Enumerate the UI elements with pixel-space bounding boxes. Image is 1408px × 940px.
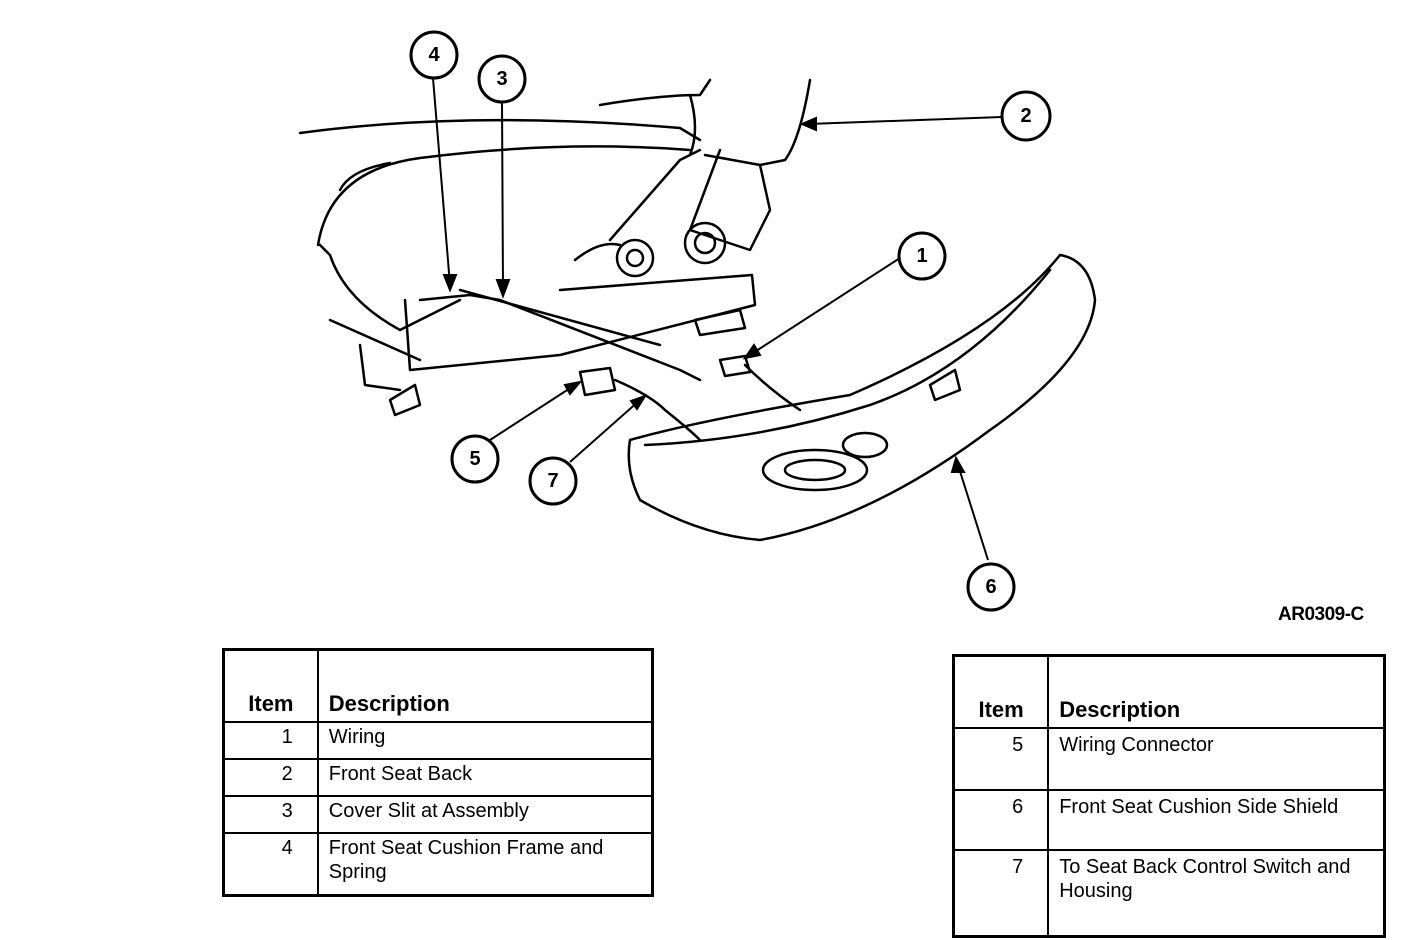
svg-text:2: 2: [1020, 105, 1031, 127]
header-description: Description: [316, 648, 654, 723]
item-description: To Seat Back Control Switch and Housing: [1047, 849, 1386, 938]
header-item: Item: [222, 648, 319, 723]
header-item: Item: [952, 654, 1050, 729]
item-number: 4: [222, 832, 319, 897]
header-description: Description: [1047, 654, 1386, 729]
item-number: 3: [222, 795, 319, 834]
seat-illustration: 4 3 2 1 5 7 6: [298, 30, 1097, 612]
callout-4: 4: [409, 30, 459, 80]
table-header: Item Description: [222, 648, 654, 723]
table-row: 4 Front Seat Cushion Frame and Spring: [222, 832, 654, 897]
seat-back-outline: [598, 78, 712, 107]
wiring-connector: [578, 366, 617, 397]
legend-table-right: Item Description 5 Wiring Connector 6 Fr…: [952, 654, 1386, 938]
item-description: Cover Slit at Assembly: [316, 795, 654, 834]
seat-cushion-outline: [298, 118, 702, 142]
svg-text:4: 4: [428, 44, 440, 66]
table-row: 1 Wiring: [222, 721, 654, 760]
figure-code: AR0309-C: [1278, 604, 1364, 625]
item-number: 7: [952, 849, 1050, 938]
table-row: 7 To Seat Back Control Switch and Housin…: [952, 849, 1386, 938]
callout-6: 6: [966, 562, 1016, 612]
recliner-mechanism: [688, 148, 772, 252]
table-row: 6 Front Seat Cushion Side Shield: [952, 789, 1386, 851]
seat-frame-track: [403, 273, 757, 372]
item-description: Front Seat Cushion Side Shield: [1047, 789, 1386, 851]
table-row: 2 Front Seat Back: [222, 758, 654, 797]
table-row: 3 Cover Slit at Assembly: [222, 795, 654, 834]
item-number: 1: [222, 721, 319, 760]
item-description: Front Seat Cushion Frame and Spring: [316, 832, 654, 897]
legend-table-left: Item Description 1 Wiring 2 Front Seat B…: [222, 648, 654, 897]
item-description: Wiring Connector: [1047, 727, 1386, 791]
item-number: 6: [952, 789, 1050, 851]
callout-7: 7: [528, 456, 578, 506]
svg-text:7: 7: [547, 470, 558, 492]
item-description: Front Seat Back: [316, 758, 654, 797]
callout-5: 5: [450, 434, 500, 484]
callout-2: 2: [1000, 90, 1052, 142]
table-header: Item Description: [952, 654, 1386, 729]
svg-text:5: 5: [469, 448, 480, 470]
svg-text:6: 6: [985, 576, 996, 598]
callout-1: 1: [897, 231, 947, 281]
table-row: 5 Wiring Connector: [952, 727, 1386, 791]
item-number: 2: [222, 758, 319, 797]
callout-3: 3: [477, 54, 527, 104]
svg-text:1: 1: [916, 245, 927, 267]
item-description: Wiring: [316, 721, 654, 760]
svg-text:3: 3: [496, 68, 507, 90]
side-shield-outline: [627, 253, 1097, 542]
item-number: 5: [952, 727, 1050, 791]
